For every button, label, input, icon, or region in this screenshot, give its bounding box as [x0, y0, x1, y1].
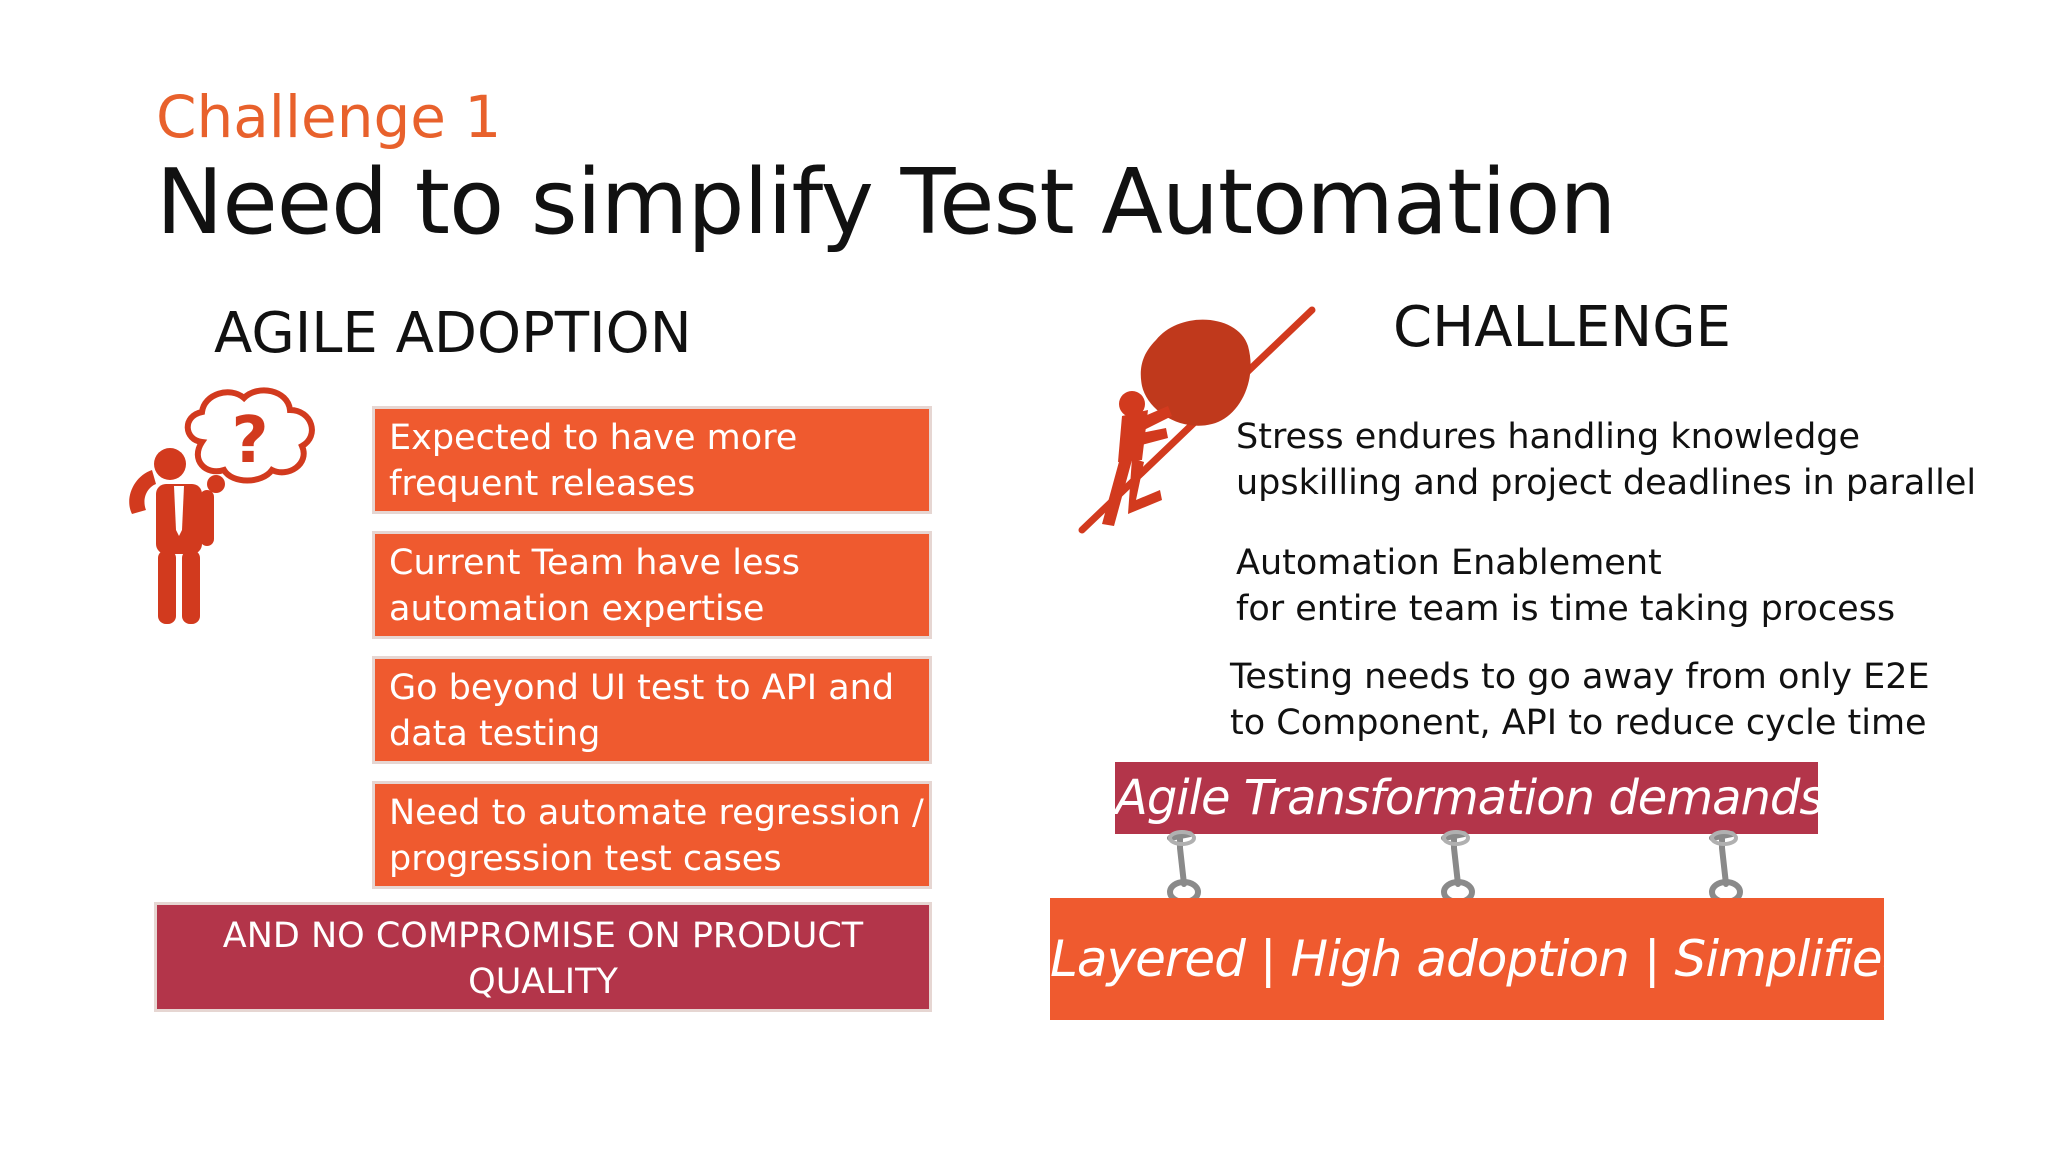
- boulder-pushing-icon: [1078, 306, 1316, 534]
- slide-title: Need to simplify Test Automation: [156, 150, 1616, 255]
- slide-subtitle: Challenge 1: [156, 83, 502, 151]
- quality-banner: AND NO COMPROMISE ON PRODUCT QUALITY: [154, 902, 932, 1012]
- thinking-person-icon: ?: [129, 387, 315, 624]
- adoption-item-2-line1: Current Team have less: [389, 543, 800, 583]
- challenge-item-3-line2: to Component, API to reduce cycle time: [1230, 703, 1927, 743]
- adoption-item-3-line2: data testing: [389, 714, 601, 754]
- chain-link-icon: [1709, 830, 1743, 905]
- chain-connectors: [1167, 830, 1743, 905]
- challenge-item-1-line1: Stress endures handling knowledge: [1236, 417, 1861, 457]
- agile-demands-banner: Agile Transformation demands: [1115, 762, 1824, 834]
- challenge-item-2-line1: Automation Enablement: [1236, 543, 1662, 583]
- adoption-item-4-line1: Need to automate regression /: [389, 793, 924, 833]
- adoption-item-2-line2: automation expertise: [389, 589, 765, 629]
- adoption-item-3: Go beyond UI test to API and data testin…: [372, 656, 932, 764]
- simplified-result-banner: Layered | High adoption | Simplified: [1050, 898, 1913, 1020]
- challenge-item-3: Testing needs to go away from only E2E t…: [1230, 654, 1930, 746]
- quality-banner-line2: QUALITY: [468, 962, 618, 1002]
- challenge-item-2: Automation Enablement for entire team is…: [1236, 540, 1895, 632]
- adoption-item-4: Need to automate regression / progressio…: [372, 781, 932, 889]
- challenge-item-3-line1: Testing needs to go away from only E2E: [1230, 657, 1930, 697]
- adoption-item-3-line1: Go beyond UI test to API and: [389, 668, 895, 708]
- challenge-item-2-line2: for entire team is time taking process: [1236, 589, 1896, 629]
- question-glyph: ?: [231, 404, 268, 478]
- agile-adoption-heading: AGILE ADOPTION: [214, 301, 692, 366]
- adoption-item-1-line2: frequent releases: [389, 464, 696, 504]
- adoption-item-1-line1: Expected to have more: [389, 418, 798, 458]
- chain-link-icon: [1167, 830, 1201, 905]
- challenge-item-1: Stress endures handling knowledge upskil…: [1236, 414, 1976, 506]
- chain-link-icon: [1441, 830, 1475, 905]
- adoption-item-4-line2: progression test cases: [389, 839, 782, 879]
- adoption-item-1: Expected to have more frequent releases: [372, 406, 932, 514]
- adoption-item-2: Current Team have less automation expert…: [372, 531, 932, 639]
- challenge-item-1-line2: upskilling and project deadlines in para…: [1236, 463, 1977, 503]
- challenge-heading: CHALLENGE: [1393, 295, 1731, 360]
- quality-banner-line1: AND NO COMPROMISE ON PRODUCT: [222, 916, 864, 956]
